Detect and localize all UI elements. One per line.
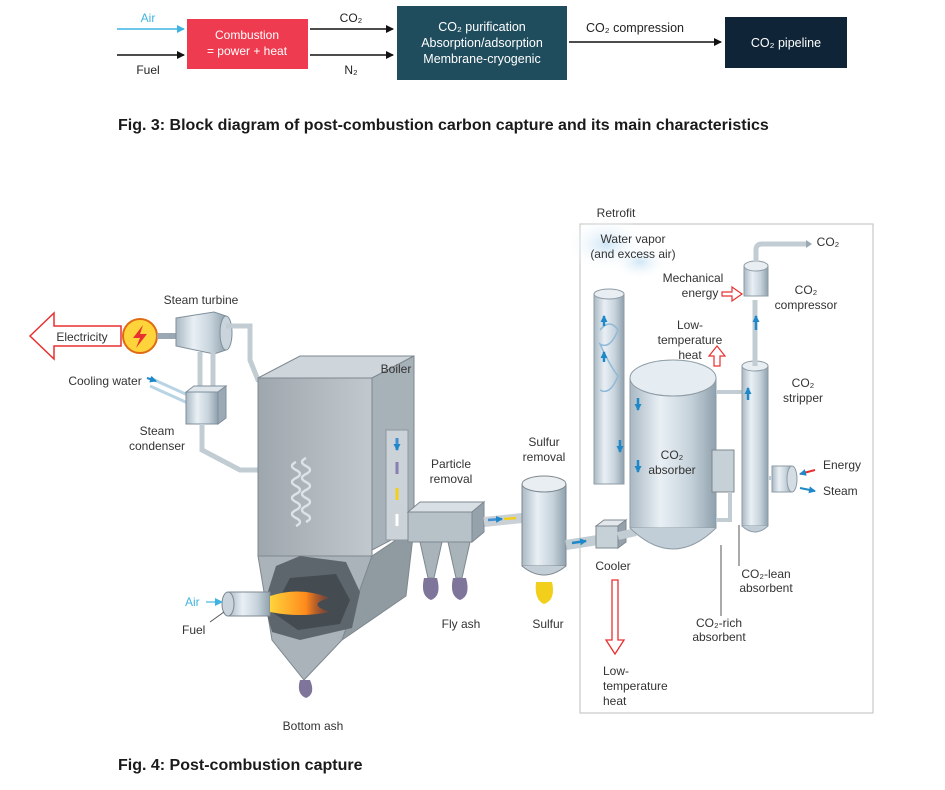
flue-gas-arrow-icon bbox=[571, 538, 587, 546]
burner-fuel-label: Fuel bbox=[182, 623, 205, 637]
purification-method-1: Absorption/adsorption bbox=[421, 36, 543, 50]
fig3-fuel-label: Fuel bbox=[136, 63, 159, 77]
fig3-block-diagram: Air Fuel Combustion = power + heat CO₂ N… bbox=[117, 6, 847, 80]
boiler-label: Boiler bbox=[381, 362, 412, 376]
low-temp-bot-label-2: temperature bbox=[603, 679, 668, 693]
fly-ash-icon-2 bbox=[451, 578, 468, 600]
heat-exchanger-icon bbox=[711, 449, 735, 493]
pipeline-label: CO₂ pipeline bbox=[751, 36, 821, 50]
fly-ash-icon-1 bbox=[422, 578, 439, 600]
steam-arrow-icon bbox=[799, 486, 816, 494]
cooler-heat-arrow-icon bbox=[604, 579, 626, 656]
stripper-heat-arrow-icon bbox=[707, 345, 727, 367]
compression-label: CO₂ compression bbox=[586, 21, 684, 35]
boiler-icon bbox=[257, 355, 415, 681]
stack-icon bbox=[593, 288, 625, 485]
energy-label: Energy bbox=[823, 458, 861, 472]
lean-label-2: absorbent bbox=[739, 581, 793, 595]
pipeline-box bbox=[725, 17, 847, 68]
steam-label: Steam bbox=[823, 484, 858, 498]
absorber-label: CO₂ bbox=[661, 448, 684, 462]
particle-removal-icon bbox=[406, 500, 523, 579]
combustion-box bbox=[187, 19, 308, 69]
bottom-ash-label: Bottom ash bbox=[283, 719, 344, 733]
fig3-n2-label: N₂ bbox=[344, 63, 358, 77]
cooling-water-out bbox=[149, 384, 191, 406]
fig3-air-label: Air bbox=[141, 11, 156, 25]
combustion-label: Combustion bbox=[215, 28, 279, 42]
sulfur-removal-icon bbox=[521, 475, 567, 604]
cooling-water-arrow-icon bbox=[146, 375, 157, 383]
electricity-label: Electricity bbox=[56, 330, 107, 344]
particle-removal-label-2: removal bbox=[430, 472, 473, 486]
water-vapor-sub-label: (and excess air) bbox=[590, 247, 675, 261]
sulfur-removal-label-2: removal bbox=[523, 450, 566, 464]
co2-out-label: CO₂ bbox=[817, 235, 840, 249]
water-vapor-label: Water vapor bbox=[601, 232, 666, 246]
energy-arrow-icon bbox=[799, 469, 816, 476]
mech-energy-label: Mechanical bbox=[663, 271, 724, 285]
particle-removal-label: Particle bbox=[431, 457, 471, 471]
low-temp-top-label-3: heat bbox=[678, 348, 702, 362]
steam-condenser-icon bbox=[184, 385, 228, 425]
low-temp-bot-label-3: heat bbox=[603, 694, 627, 708]
condenser-label-2: condenser bbox=[129, 439, 185, 453]
low-temp-top-label-2: temperature bbox=[658, 333, 723, 347]
fly-ash-label: Fly ash bbox=[442, 617, 481, 631]
steam-turbine-icon bbox=[175, 311, 233, 355]
rich-label-2: absorbent bbox=[692, 630, 746, 644]
purification-method-2: Membrane-cryogenic bbox=[423, 52, 540, 66]
cooling-water-label: Cooling water bbox=[68, 374, 141, 388]
combustion-sub-label: = power + heat bbox=[207, 44, 288, 58]
fig4-illustration: Retrofit Water vapor (and excess air) CO… bbox=[28, 206, 874, 733]
flame-icon bbox=[270, 591, 330, 615]
retrofit-label: Retrofit bbox=[597, 206, 636, 220]
bottom-ash-icon bbox=[298, 680, 313, 698]
compressor-label: CO₂ bbox=[795, 283, 818, 297]
condensate-pipe bbox=[199, 424, 258, 473]
lightning-icon bbox=[133, 325, 147, 348]
condenser-label: Steam bbox=[140, 424, 175, 438]
burner-air-label: Air bbox=[185, 595, 200, 609]
cooler-label: Cooler bbox=[595, 559, 630, 573]
stripper-label: CO₂ bbox=[792, 376, 815, 390]
reboiler-icon bbox=[768, 465, 816, 494]
sulfur-removal-label: Sulfur bbox=[528, 435, 559, 449]
low-temp-bot-label: Low- bbox=[603, 664, 629, 678]
low-temp-top-label: Low- bbox=[677, 318, 703, 332]
cooler-absorber-duct bbox=[617, 528, 637, 540]
sulfur-label: Sulfur bbox=[532, 617, 563, 631]
fig3-co2-label: CO₂ bbox=[340, 11, 363, 25]
mech-energy-arrow-icon bbox=[721, 285, 744, 303]
fig4-caption: Fig. 4: Post-combustion capture bbox=[118, 757, 363, 774]
purification-label: CO₂ purification bbox=[438, 20, 526, 34]
mech-energy-label-2: energy bbox=[682, 286, 719, 300]
sulfur-icon bbox=[535, 582, 553, 604]
fuel-leader bbox=[209, 611, 225, 623]
compressor-label-2: compressor bbox=[775, 298, 838, 312]
rich-line bbox=[716, 492, 732, 522]
compressor-icon bbox=[743, 240, 812, 297]
absorber-label-2: absorber bbox=[648, 463, 695, 477]
stripper-icon bbox=[741, 300, 769, 533]
steam-turbine-label: Steam turbine bbox=[164, 293, 239, 307]
stripper-label-2: stripper bbox=[783, 391, 823, 405]
electricity-arrow-icon bbox=[28, 311, 122, 361]
lean-label: CO₂-lean bbox=[741, 567, 790, 581]
co2-outlet-pipe bbox=[753, 241, 806, 262]
purification-box bbox=[397, 6, 567, 80]
rich-label: CO₂-rich bbox=[696, 616, 742, 630]
burner-icon bbox=[221, 591, 330, 617]
fig3-caption: Fig. 3: Block diagram of post-combustion… bbox=[118, 117, 769, 134]
